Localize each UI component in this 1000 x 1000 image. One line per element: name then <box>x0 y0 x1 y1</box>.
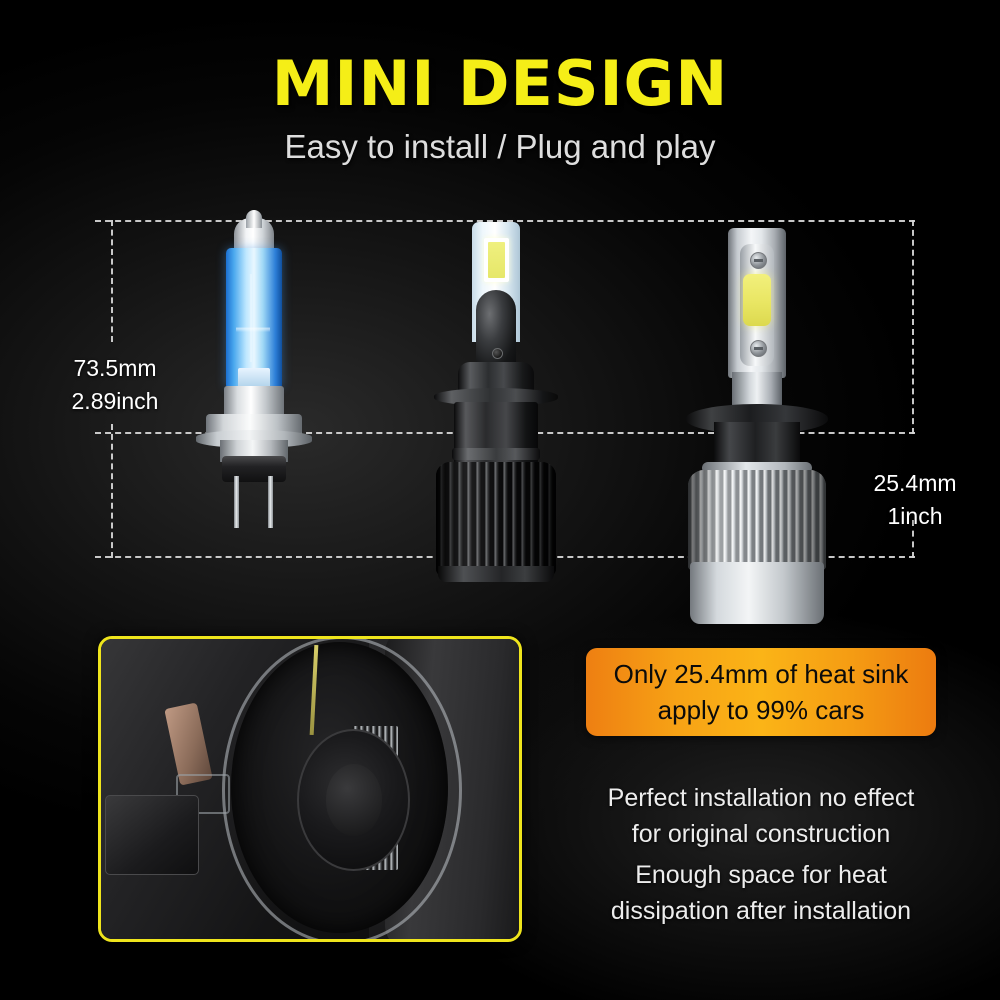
led-black-chip <box>488 242 505 278</box>
led-black-ring <box>452 448 540 460</box>
halogen-bulb-glass <box>226 248 282 388</box>
feature-2-line-2: dissipation after installation <box>610 897 912 925</box>
led-black-heat-sink-fins <box>436 462 556 576</box>
page-subtitle: Easy to install / Plug and play <box>284 128 716 165</box>
guide-line-top <box>95 220 915 222</box>
led-silver-screw-bottom <box>750 340 767 357</box>
feature-text-1: Perfect installation no effect for origi… <box>586 780 936 852</box>
guide-line-left-upper <box>111 220 113 342</box>
feature-text-2: Enough space for heat dissipation after … <box>586 857 936 929</box>
led-silver-base-neck <box>714 422 800 466</box>
dimension-label-diameter: 25.4mm 1inch <box>845 467 985 533</box>
led-silver-base-band <box>690 562 824 624</box>
led-bulb-silver <box>680 222 836 628</box>
page-title: MINI DESIGN <box>271 47 729 120</box>
installation-photo <box>98 636 522 942</box>
led-black-flange <box>434 388 558 406</box>
halogen-bulb-pin-left <box>234 476 239 528</box>
led-bulb-black <box>424 222 568 582</box>
led-black-cone-dot <box>492 348 503 359</box>
feature-1-line-2: for original construction <box>631 820 891 848</box>
led-silver-screw-top <box>750 252 767 269</box>
led-silver-heat-sink-fins <box>688 470 826 570</box>
heat-sink-callout-banner: Only 25.4mm of heat sink apply to 99% ca… <box>586 648 936 736</box>
dimension-diameter-inch: 1inch <box>887 503 943 529</box>
halogen-bulb-seal-ring <box>222 456 286 482</box>
led-silver-taper <box>732 372 782 410</box>
bulb-connector <box>105 795 200 875</box>
dimension-label-height: 73.5mm 2.89inch <box>40 352 190 418</box>
dimension-diameter-mm: 25.4mm <box>873 470 957 496</box>
feature-2-line-1: Enough space for heat <box>635 861 887 889</box>
guide-line-right-lower <box>912 520 914 558</box>
retaining-clip <box>176 774 231 814</box>
feature-1-line-1: Perfect installation no effect <box>607 784 915 812</box>
dimension-height-inch: 2.89inch <box>71 388 159 414</box>
led-black-base-foot <box>438 566 554 582</box>
dimension-height-mm: 73.5mm <box>73 355 157 381</box>
halogen-bulb-pin-right <box>268 476 273 528</box>
headlight-bore-ring <box>222 639 463 939</box>
guide-line-left-lower <box>111 424 113 558</box>
banner-text: Only 25.4mm of heat sink apply to 99% ca… <box>600 656 923 728</box>
banner-line-2: apply to 99% cars <box>657 695 865 725</box>
led-silver-cob-chip <box>743 274 771 326</box>
halogen-bulb <box>196 210 312 530</box>
banner-line-1: Only 25.4mm of heat sink <box>613 659 909 689</box>
guide-line-right-upper <box>912 220 914 434</box>
cooling-fan <box>297 729 411 871</box>
